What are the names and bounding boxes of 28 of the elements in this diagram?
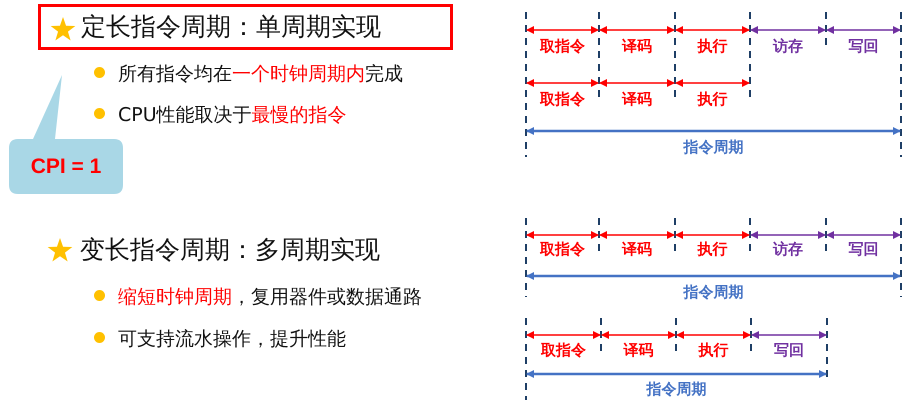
stage-label: 执行 [698, 90, 728, 108]
bullet-text: 所有指令均在一个时钟周期内完成 [118, 62, 403, 86]
stage-label: 访存 [773, 37, 803, 55]
stage-label: 取指令 [540, 90, 585, 108]
heading: 变长指令周期：多周期实现 [80, 235, 380, 265]
stage-label: 取指令 [540, 37, 585, 55]
stage-label: 执行 [698, 341, 728, 359]
cycle-label: 指令周期 [684, 283, 744, 301]
stage-label: 写回 [848, 240, 878, 258]
stage-label: 写回 [774, 341, 804, 359]
bullet-text: 可支持流水操作，提升性能 [118, 327, 346, 351]
heading: 定长指令周期：单周期实现 [81, 12, 381, 42]
stage-label: 访存 [773, 240, 803, 258]
stage-label: 译码 [624, 341, 654, 359]
stage-label: 取指令 [540, 240, 585, 258]
cycle-label: 指令周期 [646, 380, 706, 398]
title-box [38, 4, 453, 50]
stage-label: 执行 [698, 37, 728, 55]
cycle-label: 指令周期 [684, 138, 744, 156]
stage-label: 译码 [622, 37, 652, 55]
stage-label: 译码 [622, 240, 652, 258]
bullet-text: 缩短时钟周期，复用器件或数据通路 [118, 285, 422, 309]
stage-label: 写回 [848, 37, 878, 55]
bullet-text: CPU性能取决于最慢的指令 [118, 103, 347, 127]
stage-label: 执行 [698, 240, 728, 258]
callout-text: CPI = 1 [30, 154, 102, 180]
stage-label: 译码 [622, 90, 652, 108]
stage-label: 取指令 [541, 341, 586, 359]
